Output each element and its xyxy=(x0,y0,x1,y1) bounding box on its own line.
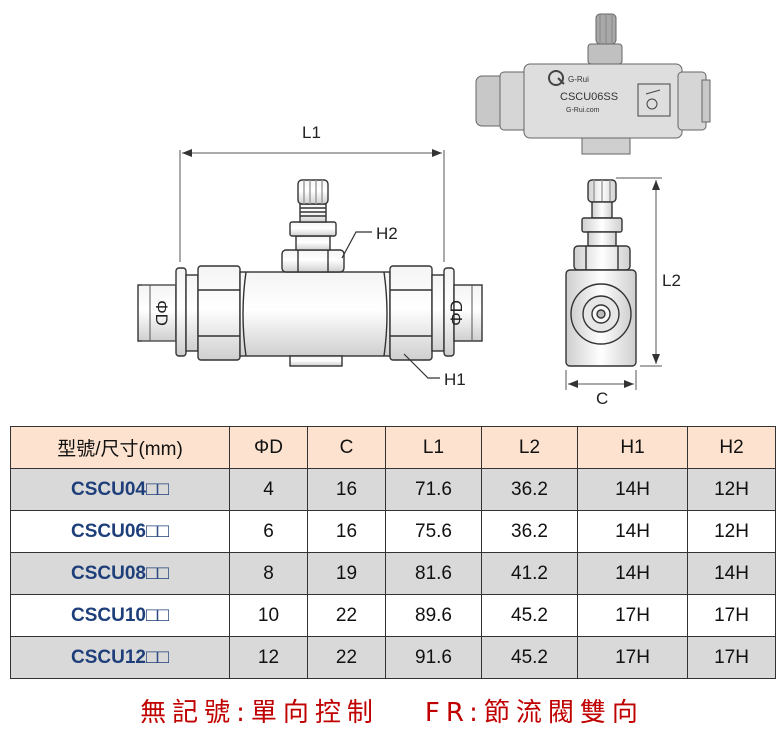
h1-label: H1 xyxy=(444,370,466,389)
header-model: 型號/尺寸(mm) xyxy=(10,426,230,469)
cell: 12H xyxy=(687,468,776,511)
footer-right: FR:節流閥雙向 xyxy=(424,698,644,728)
cell: 16 xyxy=(307,468,386,511)
table-row: CSCU12□□ 12 22 91.6 45.2 17H 17H xyxy=(10,636,776,679)
product-photo xyxy=(475,13,711,155)
cell: 4 xyxy=(229,468,308,511)
footer-left: 無記號:單向控制 xyxy=(140,698,379,728)
cell: 17H xyxy=(577,636,688,679)
cell: 17H xyxy=(687,636,776,679)
cell: 12H xyxy=(687,510,776,553)
cell-model: CSCU06□□ xyxy=(10,510,230,553)
cell: 36.2 xyxy=(481,468,578,511)
cell-model: CSCU10□□ xyxy=(10,594,230,637)
cell: 14H xyxy=(687,552,776,595)
footer-note: 無記號:單向控制 FR:節流閥雙向 xyxy=(0,692,784,729)
cell-model: CSCU12□□ xyxy=(10,636,230,679)
cell: 89.6 xyxy=(385,594,482,637)
cell: 71.6 xyxy=(385,468,482,511)
c-label: C xyxy=(596,389,608,408)
header-l2: L2 xyxy=(481,426,578,469)
table-row: CSCU10□□ 10 22 89.6 45.2 17H 17H xyxy=(10,594,776,637)
cell: 19 xyxy=(307,552,386,595)
front-view xyxy=(137,149,483,379)
header-l1: L1 xyxy=(385,426,482,469)
spec-table: 型號/尺寸(mm) ΦD C L1 L2 H1 H2 CSCU04□□ 4 16… xyxy=(10,426,776,679)
l2-label: L2 xyxy=(662,271,681,290)
table-header-row: 型號/尺寸(mm) ΦD C L1 L2 H1 H2 xyxy=(10,426,776,469)
cell: 6 xyxy=(229,510,308,553)
side-view xyxy=(565,177,662,390)
cell: 81.6 xyxy=(385,552,482,595)
photo-site: G-Rui.com xyxy=(566,107,600,114)
table-row: CSCU04□□ 4 16 71.6 36.2 14H 12H xyxy=(10,468,776,511)
header-h2: H2 xyxy=(687,426,776,469)
cell: 16 xyxy=(307,510,386,553)
cell: 14H xyxy=(577,552,688,595)
header-phi-d: ΦD xyxy=(229,426,308,469)
header-c: C xyxy=(307,426,386,469)
cell: 8 xyxy=(229,552,308,595)
cell: 41.2 xyxy=(481,552,578,595)
cell: 36.2 xyxy=(481,510,578,553)
cell: 12 xyxy=(229,636,308,679)
phi-d-right-label: ΦD xyxy=(447,300,466,326)
technical-drawing: L1 H2 H1 ΦD ΦD L2 C xyxy=(137,13,711,408)
phi-d-left-label: ΦD xyxy=(152,300,171,326)
cell: 91.6 xyxy=(385,636,482,679)
cell: 14H xyxy=(577,468,688,511)
cell: 22 xyxy=(307,594,386,637)
cell-model: CSCU08□□ xyxy=(10,552,230,595)
header-h1: H1 xyxy=(577,426,688,469)
cell: 10 xyxy=(229,594,308,637)
table-row: CSCU08□□ 8 19 81.6 41.2 14H 14H xyxy=(10,552,776,595)
cell-model: CSCU04□□ xyxy=(10,468,230,511)
cell: 75.6 xyxy=(385,510,482,553)
cell: 14H xyxy=(577,510,688,553)
cell: 45.2 xyxy=(481,636,578,679)
h2-label: H2 xyxy=(376,224,398,243)
cell: 22 xyxy=(307,636,386,679)
photo-model: CSCU06SS xyxy=(560,91,618,103)
table-row: CSCU06□□ 6 16 75.6 36.2 14H 12H xyxy=(10,510,776,553)
cell: 45.2 xyxy=(481,594,578,637)
cell: 17H xyxy=(577,594,688,637)
photo-brand: G-Rui xyxy=(568,75,589,84)
cell: 17H xyxy=(687,594,776,637)
l1-label: L1 xyxy=(302,123,321,142)
